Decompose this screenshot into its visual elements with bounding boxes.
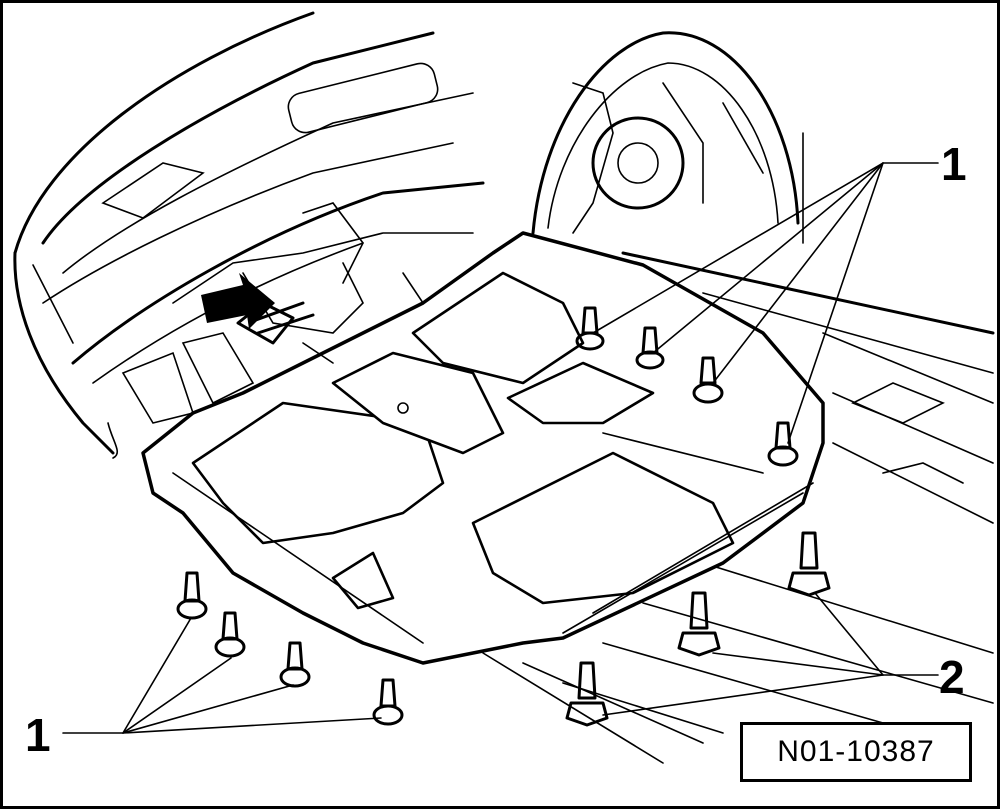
vehicle-floor — [482, 132, 995, 764]
bolt-lower-c — [279, 641, 311, 688]
bolt-upper-b — [635, 326, 665, 370]
callout-label-1-bottom: 1 — [25, 709, 51, 761]
figure-reference-box: N01-10387 — [740, 722, 972, 782]
front-bumper — [13, 11, 485, 455]
wheel-arch — [531, 31, 800, 235]
bolt-lower-d — [372, 678, 404, 726]
leader-lines-1-top — [592, 162, 939, 444]
hex-bolt-b — [677, 591, 721, 657]
bolt-lower-a — [176, 571, 208, 620]
underbody-illustration: 1 1 2 — [13, 11, 995, 764]
direction-arrow — [201, 273, 315, 335]
hex-bolt-a — [787, 531, 831, 597]
leader-lines-1-bottom — [62, 617, 382, 734]
callout-label-2: 2 — [939, 651, 965, 703]
bolt-upper-d — [767, 421, 799, 467]
leader-lines-2 — [602, 592, 939, 716]
noise-insulation-panel — [141, 231, 825, 665]
hex-bolt-c — [565, 661, 609, 727]
bolt-lower-b — [214, 611, 246, 658]
callout-label-1-top: 1 — [941, 138, 967, 190]
figure-reference-code: N01-10387 — [777, 735, 935, 768]
bolt-upper-c — [692, 356, 724, 404]
bolt-upper-a — [575, 306, 605, 351]
